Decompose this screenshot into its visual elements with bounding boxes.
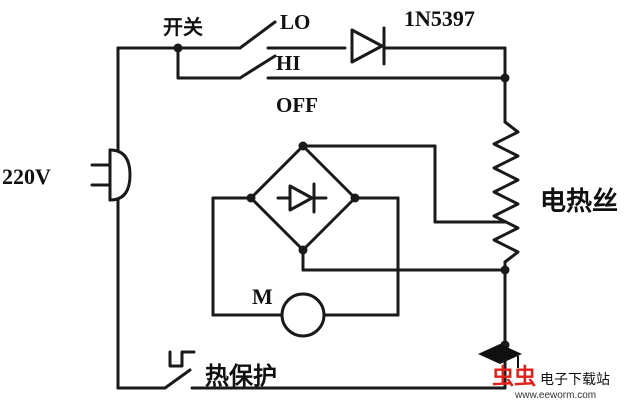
- heating-wire-label: 电热丝: [540, 187, 618, 217]
- power-plug: [90, 148, 132, 202]
- diode-part-label: 1N5397: [404, 6, 475, 31]
- heating-element: [492, 120, 520, 390]
- logo-glyphs: 虫虫: [492, 364, 536, 390]
- thermal-protector-label: 热保护: [205, 362, 277, 390]
- switch-lo-label: LO: [280, 10, 310, 34]
- main-wiring: [116, 46, 242, 390]
- watermark-logo: 虫虫: [478, 344, 536, 390]
- motor-label: M: [252, 284, 273, 309]
- switch-label: 开关: [163, 15, 203, 39]
- watermark-url: www.eeworm.com: [514, 390, 596, 400]
- switch-hi-label: HI: [276, 51, 301, 75]
- motor-circuit: [211, 196, 400, 317]
- watermark-brand: 电子下载站: [540, 372, 610, 388]
- thermal-protector: [116, 350, 507, 390]
- selector-switch: [238, 20, 507, 80]
- series-diode: [350, 26, 507, 124]
- voltage-label: 220V: [2, 164, 51, 189]
- motor: [280, 292, 326, 338]
- bridge-tap-wiring: [301, 144, 507, 272]
- bridge-rectifier: [249, 144, 357, 252]
- switch-off-label: OFF: [276, 93, 318, 117]
